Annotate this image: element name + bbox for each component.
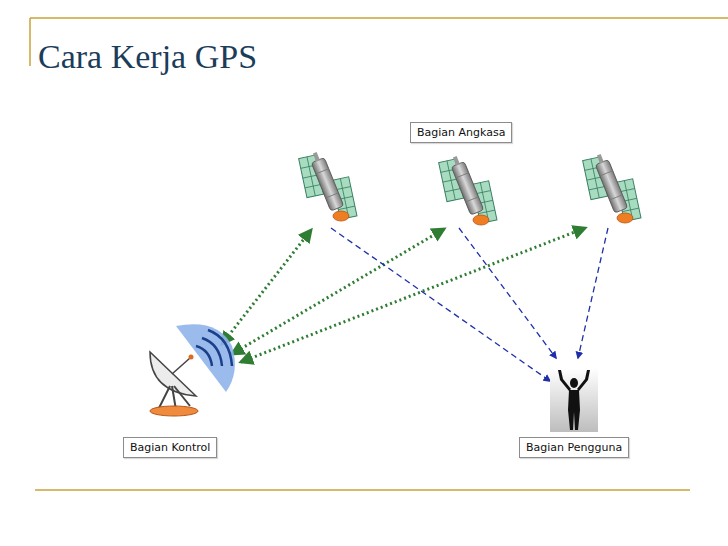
label-box: Bagian Kontrol bbox=[123, 437, 217, 458]
label-box: Bagian Angkasa bbox=[410, 122, 512, 143]
part-label: Bagian Pengguna bbox=[526, 441, 622, 454]
part-label: Bagian Angkasa bbox=[417, 126, 505, 139]
slide-title: Cara Kerja GPS bbox=[38, 38, 257, 76]
part-label: Bagian Kontrol bbox=[130, 441, 210, 454]
label-box: Bagian Pengguna bbox=[519, 437, 629, 458]
